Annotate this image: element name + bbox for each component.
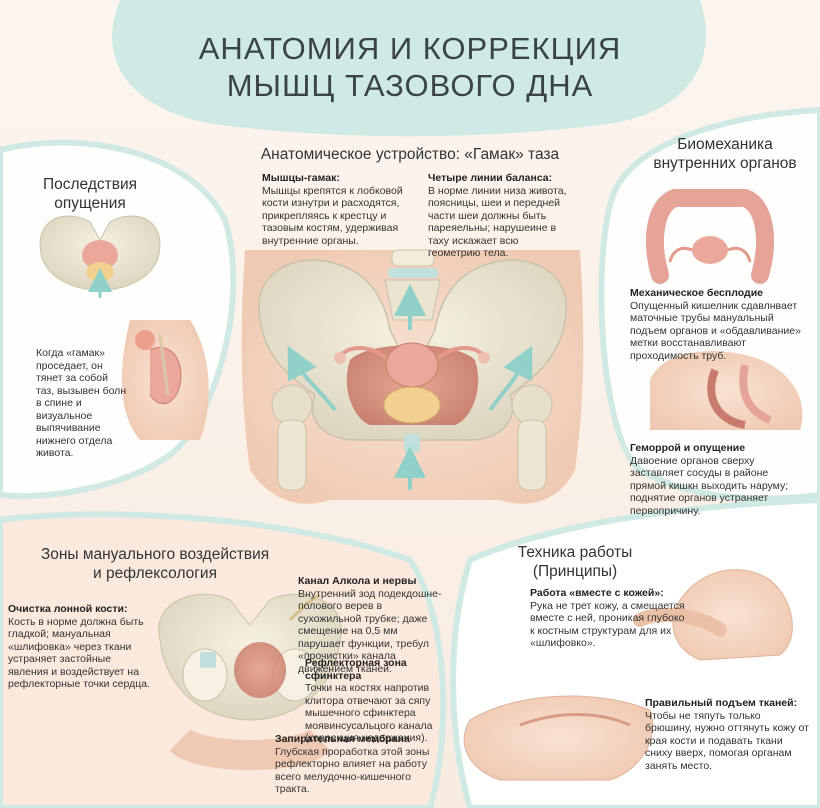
- page-title: АНАТОМИЯ И КОРРЕКЦИЯ МЫШЦ ТАЗОВОГО ДНА: [0, 30, 820, 104]
- manual-zones-pelvis-illustration: [158, 593, 342, 770]
- pubic-bone-label: Очистка лонной кости:: [8, 603, 128, 615]
- sphincter-zone-label: Рефлекторная зона сфинктера: [305, 657, 407, 682]
- prolapse-pelvis-illustration: [39, 215, 161, 298]
- sphincter-zone-text: Точки на костях напротив клитора отвечаю…: [305, 682, 433, 744]
- obturator-membrane-text: Глубская проработка этой зоны рефлекторн…: [275, 745, 430, 796]
- prolapse-heading-line-1: Последствия: [42, 176, 137, 193]
- with-skin-text: Рука не трет кожу, а смещается вместе с …: [530, 599, 685, 650]
- alcock-canal-label: Канал Алкола и нервы: [298, 575, 417, 587]
- hammock-label: Мышцы-гамак:: [262, 172, 340, 184]
- manual-zones-heading-line-2: и рефлексология: [93, 565, 217, 582]
- hammock-text: Мышцы крепятся к лобковой кости изнутри …: [262, 184, 403, 247]
- pubic-bone-block: Очистка лонной кости: Кость в норме долж…: [8, 603, 153, 691]
- with-skin-block: Работа «вместе с кожей»: Рука не трет ко…: [530, 587, 690, 650]
- title-line-2: МЫШЦ ТАЗОВОГО ДНА: [226, 68, 594, 103]
- technique-heading-line-2: (Принципы): [532, 563, 618, 580]
- sphincter-zone-block: Рефлекторная зона сфинктера Точки на кос…: [305, 657, 465, 745]
- biomechanics-heading-line-2: внутренних органов: [653, 155, 797, 172]
- balance-lines-label: Четыре линии баланса:: [428, 172, 553, 184]
- prolapse-text: Когда «гамак» проседает, он тянет за соб…: [36, 347, 127, 459]
- tissue-lift-text: Чтобы не тяпуть только брюшину, нужно от…: [645, 709, 809, 772]
- hemorrhoid-label: Геморрой и опущение: [630, 442, 746, 454]
- biomechanics-heading-line-1: Биомеханика: [677, 136, 773, 153]
- infertility-block: Механическое бесплодие Опущенный кишелни…: [630, 287, 805, 362]
- tissue-lift-block: Правильный подъем тканей: Чтобы не тяпут…: [645, 697, 810, 772]
- obturator-membrane-label: Запирательная мембрана: [275, 733, 410, 745]
- hands-illustration: [463, 569, 793, 781]
- with-skin-label: Работа «вместе с кожей»:: [530, 587, 664, 599]
- infertility-text: Опущенный кишелник сдавлнвает маточные т…: [630, 299, 801, 362]
- intestine-illustration: [646, 189, 774, 284]
- technique-heading-line-1: Техника работы: [517, 544, 633, 561]
- prolapse-heading: Последствия опущения: [20, 175, 160, 213]
- obturator-membrane-block: Запирательная мембрана Глубская проработ…: [275, 733, 435, 796]
- manual-zones-heading-line-1: Зоны мануального воздействия: [40, 546, 270, 563]
- prolapse-heading-line-2: опущения: [54, 195, 126, 212]
- manual-zones-heading: Зоны мануального воздействия и рефлексол…: [20, 545, 290, 583]
- balance-lines-block: Четыре линии баланса: В норме линии низа…: [428, 172, 568, 260]
- pubic-bone-text: Кость в норме должна быть гладкой; мануа…: [8, 615, 150, 691]
- balance-lines-text: В норме линии низа живота, поясницы, шеи…: [428, 184, 567, 260]
- hammock-block: Мышцы-гамак: Мышцы крепятся к лобковой к…: [262, 172, 412, 247]
- alcock-canal-block: Канал Алкола и нервы Внутренний зод поде…: [298, 575, 446, 675]
- infertility-label: Механическое бесплодие: [630, 287, 763, 299]
- technique-heading: Техника работы (Принципы): [510, 543, 640, 581]
- alcock-canal-text: Внутренний зод подекдошне-полового верев…: [298, 587, 442, 675]
- central-pelvis-illustration: [257, 249, 568, 491]
- hemorrhoid-text: Давоение органов сверху заставляет сосуд…: [630, 454, 789, 517]
- hemorrhoid-block: Геморрой и опущение Давоение органов све…: [630, 442, 805, 517]
- tissue-lift-label: Правильный подъем тканей:: [645, 697, 798, 709]
- center-heading: Анатомическое устройство: «Гамак» таза: [260, 146, 560, 163]
- title-blob: [112, 0, 706, 137]
- biomechanics-heading: Биомеханика внутренних органов: [640, 135, 810, 173]
- side-body-illustration: [121, 320, 209, 440]
- rectum-section-illustration: [650, 351, 803, 430]
- title-line-1: АНАТОМИЯ И КОРРЕКЦИЯ: [198, 31, 622, 66]
